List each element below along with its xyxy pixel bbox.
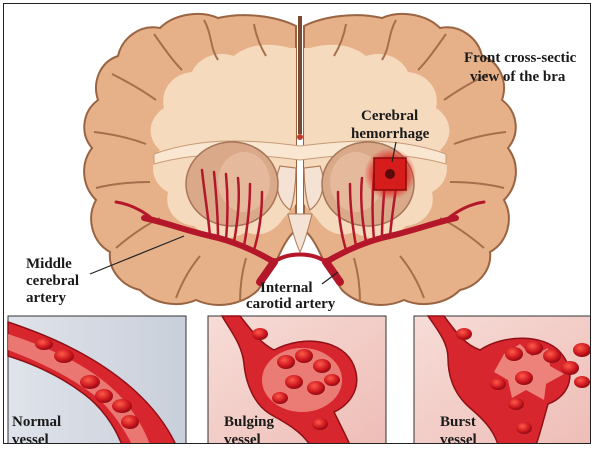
middle-artery-label-line1: Middle [26,256,72,272]
panel-normal-label-line2: vessel [12,432,49,444]
brain-cross-section [84,14,516,305]
hemorrhage-label-line1: Cerebral [361,108,418,124]
hemorrhage-label-line2: hemorrhage [351,126,430,142]
internal-carotid-label-line1: Internal [260,280,313,296]
panel-burst-vessel: Burst vessel [414,316,591,444]
brain-hemorrhage-illustration: Front cross-sectic view of the bra Cereb… [4,4,591,444]
hemorrhage-core [385,169,395,179]
diagram-frame: Front cross-sectic view of the bra Cereb… [3,3,591,444]
middle-artery-label-line3: artery [26,290,66,306]
panel-bulging-vessel: Bulging vessel [208,316,386,444]
panel-bulging-label-line2: vessel [224,432,261,444]
panel-burst-label-line2: vessel [440,432,477,444]
lateral-ventricles [277,166,323,210]
middle-artery-label-line2: cerebral [26,273,79,289]
internal-carotid-label-line2: carotid artery [246,296,336,312]
view-title-line1: Front cross-sectic [464,50,577,66]
panel-burst-label-line1: Burst [440,414,476,430]
panel-bulging-label-line1: Bulging [224,414,275,430]
view-title-line2: view of the bra [470,69,566,85]
communicating-artery [274,255,326,263]
panel-normal-vessel: Normal vessel [8,316,186,444]
midline-vessel [297,134,303,140]
panel-normal-label-line1: Normal [12,414,61,430]
